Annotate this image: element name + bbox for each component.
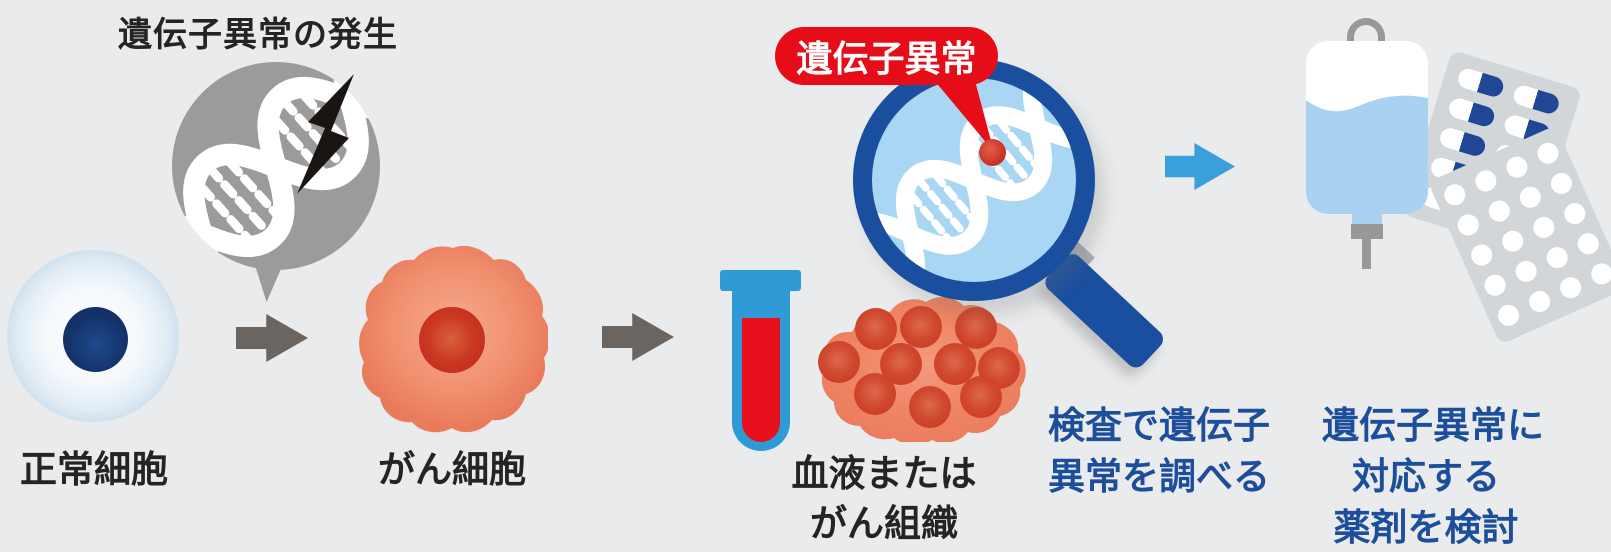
abnormality-badge-label: 遺伝子異常 [796, 38, 977, 79]
pill-icon [1516, 183, 1544, 212]
pill-icon [1525, 287, 1553, 316]
pill-icon [1494, 301, 1522, 330]
cancer-cell-icon [359, 245, 548, 433]
iv-bag-liquid [1306, 95, 1428, 214]
pill-icon [1547, 169, 1575, 198]
pill-icon [1484, 197, 1513, 226]
pill-icon [1556, 274, 1585, 302]
pill-icon [1440, 181, 1469, 209]
treatment-caption: 遺伝子異常に 対応する 薬剤を検討 [1322, 400, 1544, 552]
magnifier-handle [1041, 250, 1168, 372]
sample-label: 血液または がん組織 [784, 449, 984, 549]
treatment-caption-line1: 遺伝子異常に [1322, 405, 1544, 446]
pill-icon [1480, 271, 1509, 300]
pill-icon [1560, 199, 1589, 228]
testing-caption-line1: 検査で遺伝子 [1048, 405, 1270, 446]
iv-bag-tube [1362, 239, 1371, 269]
pill-icon [1573, 230, 1602, 258]
pill-icon [1533, 139, 1562, 168]
iv-bag-neck [1352, 212, 1382, 226]
capsule-icon [1446, 96, 1497, 129]
pill-icon [1587, 260, 1611, 288]
iv-bag-icon [1306, 41, 1428, 214]
test-tube-blood [742, 318, 780, 442]
iv-bag-stopper [1351, 224, 1383, 239]
capsule-icon [1455, 66, 1506, 99]
sample-label-line2: がん組織 [810, 503, 958, 544]
pill-icon [1529, 213, 1558, 242]
mutation-bubble [172, 62, 380, 270]
treatment-caption-line3: 薬剤を検討 [1333, 507, 1519, 548]
arrow-right-icon [1165, 143, 1235, 190]
pill-icon [1453, 211, 1482, 240]
capsule-icon [1511, 83, 1562, 116]
lightning-icon [297, 74, 354, 194]
pill-icon [1471, 167, 1500, 196]
pill-icon [1498, 227, 1527, 256]
pill-icon [1502, 153, 1531, 182]
iv-bag-hook [1347, 18, 1385, 44]
sample-label-line1: 血液または [791, 453, 977, 494]
mutation-title: 遺伝子異常の発生 [118, 16, 398, 54]
capsule-icon [1437, 125, 1488, 159]
pill-icon [1511, 257, 1540, 286]
cancer-cell-label: がん細胞 [378, 449, 526, 490]
testing-caption: 検査で遺伝子 異常を調べる [1048, 400, 1270, 502]
pill-icon [1467, 241, 1496, 270]
pill-icon [1542, 243, 1571, 272]
arrow-right-icon [602, 313, 674, 361]
testing-caption-line2: 異常を調べる [1048, 456, 1270, 497]
arrow-right-icon [236, 314, 308, 362]
abnormality-badge: 遺伝子異常 [775, 27, 998, 85]
treatment-caption-line2: 対応する [1352, 456, 1500, 497]
cancer-tissue-icon [818, 297, 1026, 442]
abnormality-dot-icon [979, 139, 1006, 166]
normal-cell-label: 正常細胞 [20, 449, 168, 490]
normal-cell-nucleus [63, 307, 128, 372]
